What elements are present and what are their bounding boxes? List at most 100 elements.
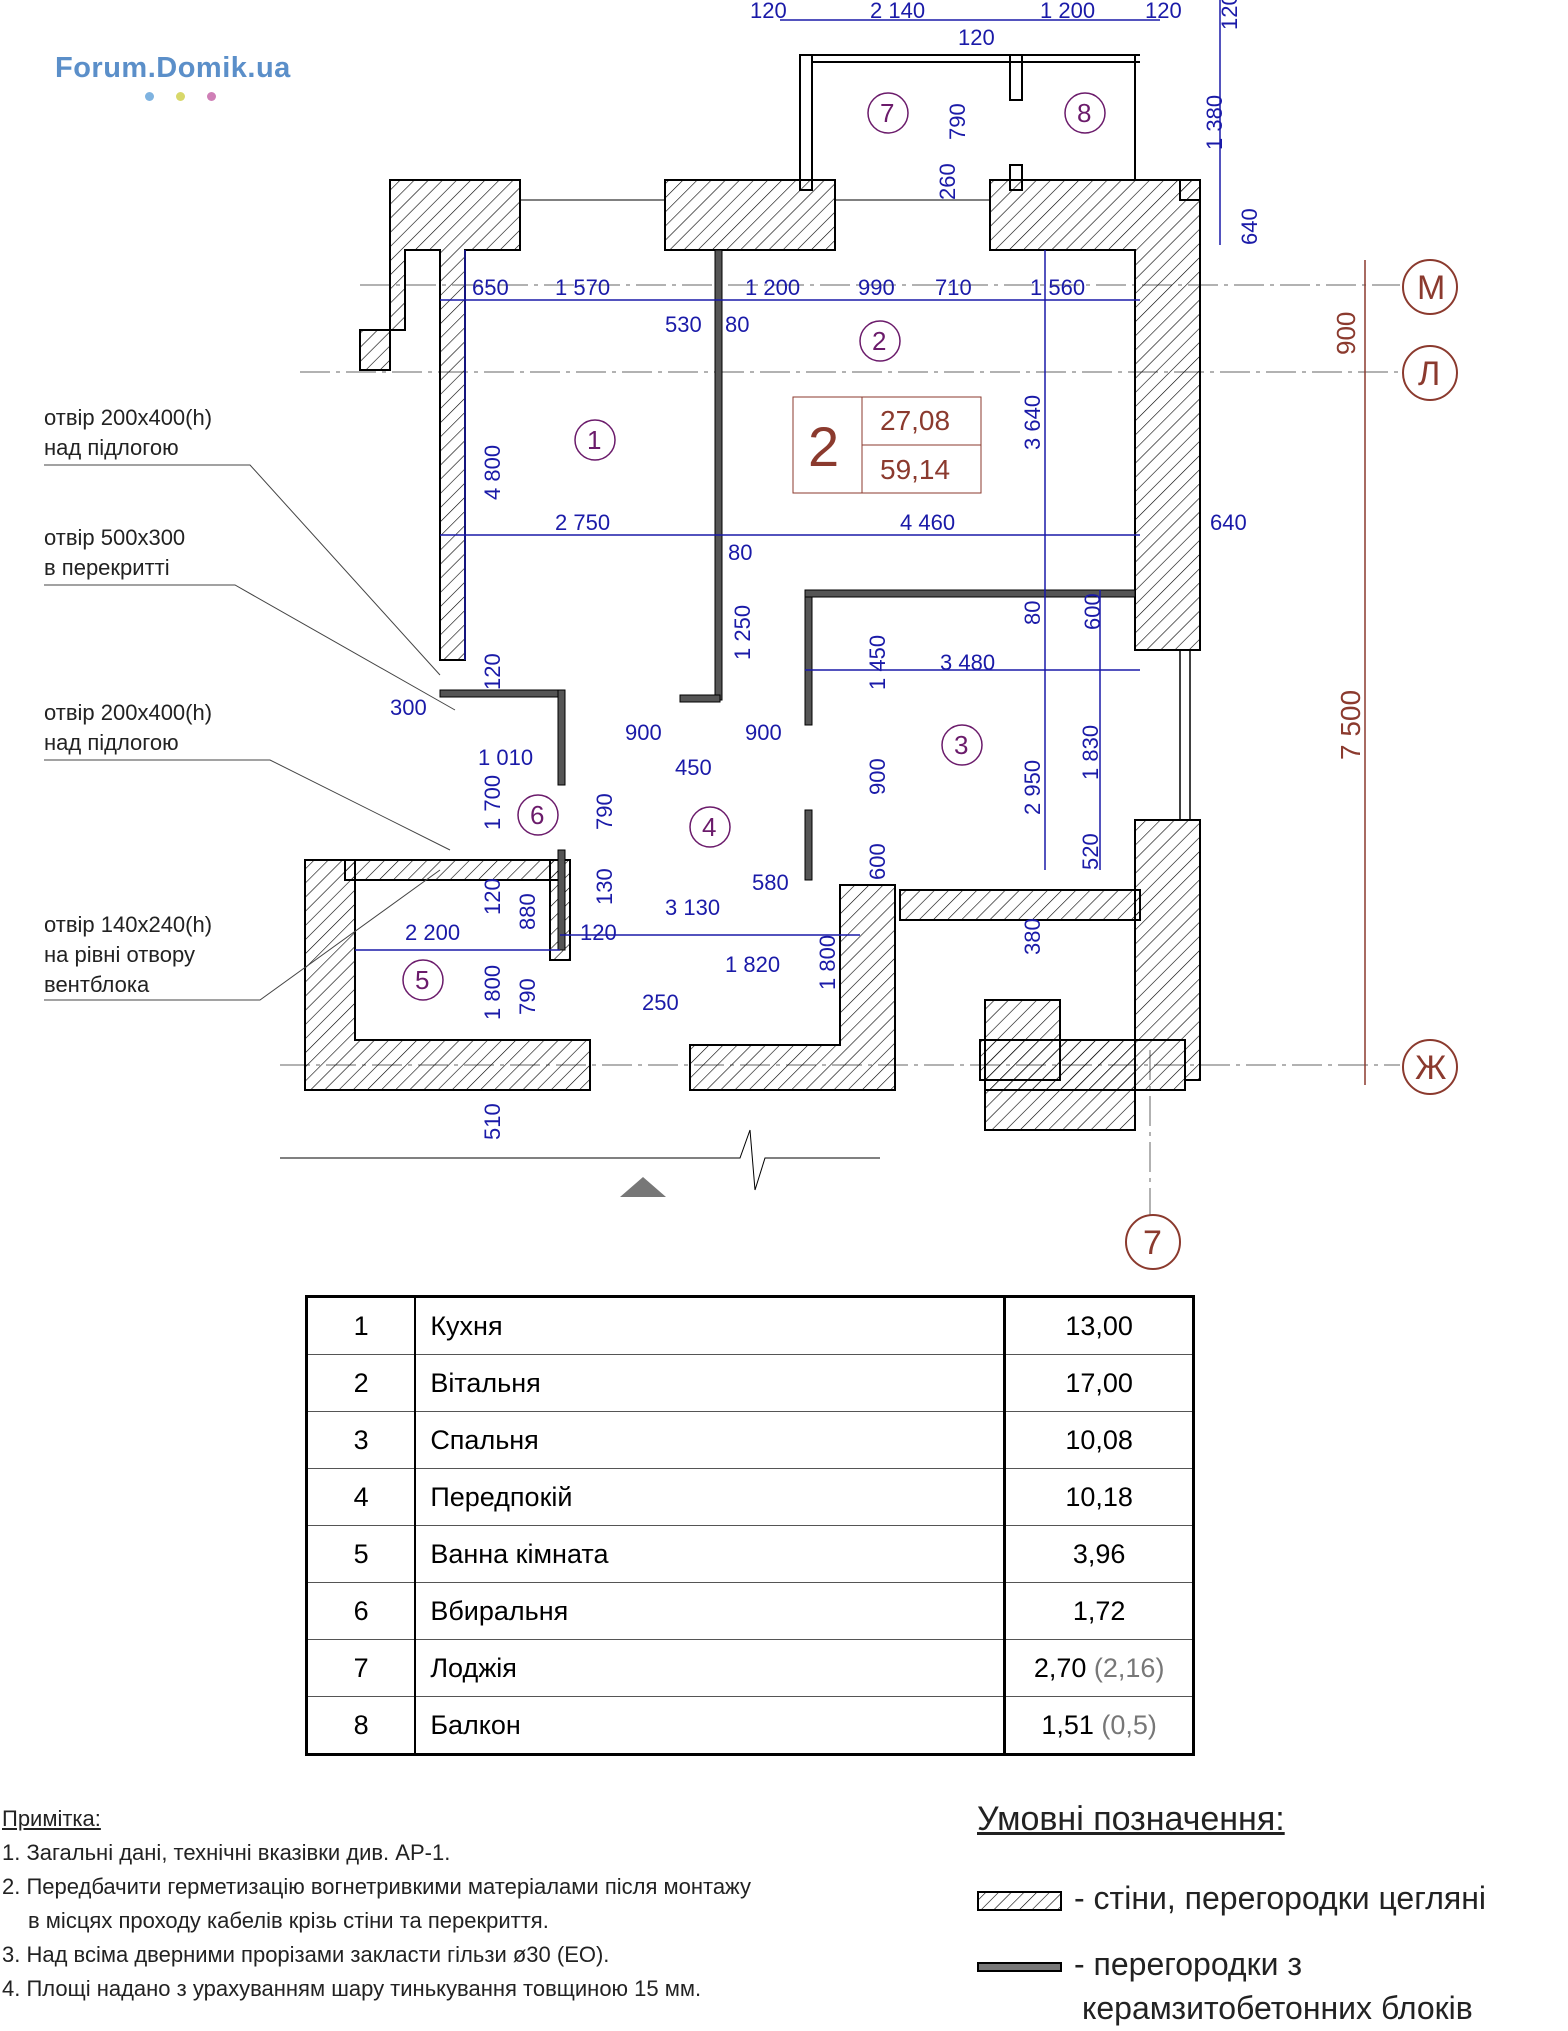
axis-bubbles: [1125, 259, 1458, 1270]
dim-250: 250: [642, 990, 679, 1015]
dim-640: 640: [1210, 510, 1247, 535]
dim-710: 710: [935, 275, 972, 300]
dim-120d: 120: [580, 920, 617, 945]
dim-580: 580: [752, 870, 789, 895]
axis-7: 7: [1143, 1224, 1162, 1262]
row-no: 8: [305, 1696, 417, 1756]
dim-1250: 1 250: [730, 605, 755, 660]
row-no: 7: [305, 1639, 417, 1697]
loggia-outline: [520, 54, 1140, 201]
dim-1820: 1 820: [725, 952, 780, 977]
dim-1010: 1 010: [478, 745, 533, 770]
dim-120e: 120: [480, 653, 505, 690]
dim-1380: 1 380: [1202, 95, 1227, 150]
note-item: в місцях проходу кабелів крізь стіни та …: [28, 1908, 549, 1933]
dim-900: 900: [625, 720, 662, 745]
row-area: 1,51 (0,5): [1003, 1696, 1195, 1756]
axis-zh: Ж: [1415, 1049, 1446, 1087]
dim-900axis: 900: [1331, 312, 1361, 355]
apartment-rooms: 2: [808, 415, 839, 478]
legend-block: - перегородки з: [977, 1946, 1302, 1983]
row-no: 1: [305, 1295, 417, 1355]
dim-1560: 1 560: [1030, 275, 1085, 300]
dim-790b: 790: [515, 978, 540, 1015]
block-swatch: [977, 1961, 1062, 1972]
top-dimensions: [355, 0, 1221, 951]
room-4-label: 4: [702, 812, 716, 842]
callout-3-line2: над підлогою: [44, 730, 179, 755]
dim-3130: 3 130: [665, 895, 720, 920]
dim-130: 130: [592, 868, 617, 905]
row-name: Передпокій: [414, 1468, 1007, 1526]
dim-1200: 1 200: [1040, 0, 1095, 23]
row-no: 2: [305, 1354, 417, 1412]
break-line: [280, 1129, 880, 1191]
dim-4800: 4 800: [480, 445, 505, 500]
dim-2950: 2 950: [1020, 760, 1045, 815]
dim-880: 880: [515, 893, 540, 930]
brick-walls: [304, 179, 1201, 1131]
notes-block: Примітка: 1. Загальні дані, технічні вка…: [2, 1802, 751, 2006]
brick-swatch: [977, 1890, 1062, 1911]
dim-1700: 1 700: [480, 775, 505, 830]
dim-120top: 120: [1217, 0, 1242, 30]
axis-m: М: [1417, 269, 1445, 307]
axis-l: Л: [1418, 355, 1440, 393]
callout-1-line1: отвір 200x400(h): [44, 405, 212, 430]
dim-120v: 120: [480, 878, 505, 915]
dim-2140: 2 140: [870, 0, 925, 23]
row-name: Балкон: [414, 1696, 1007, 1756]
dim-900v: 900: [865, 758, 890, 795]
dim-790top: 790: [945, 103, 970, 140]
site-logo: Forum.Domik.ua: [55, 52, 291, 84]
callout-4-line3: вентблока: [44, 972, 150, 997]
logo-dots: [145, 88, 238, 106]
row-name: Вбиральня: [414, 1582, 1007, 1640]
row-area: 10,18: [1003, 1468, 1195, 1526]
dim-1800: 1 800: [815, 935, 840, 990]
dim-990: 990: [858, 275, 895, 300]
dim-600: 600: [1080, 593, 1105, 630]
row-name: Вітальня: [414, 1354, 1007, 1412]
dim-120b: 120: [958, 25, 995, 50]
dim-4460: 4 460: [900, 510, 955, 535]
note-item: 3. Над всіма дверними прорізами закласти…: [2, 1942, 610, 1967]
dim-80b: 80: [728, 540, 752, 565]
row-no: 4: [305, 1468, 417, 1526]
block-partitions: [439, 249, 1136, 951]
room-5-label: 5: [415, 965, 429, 995]
dim-3640: 3 640: [1020, 395, 1045, 450]
row-no: 3: [305, 1411, 417, 1469]
legend-title: Умовні позначення:: [977, 1800, 1285, 1838]
legend-brick-label: - стіни, перегородки цегляні: [1074, 1880, 1486, 1916]
dim-3480: 3 480: [940, 650, 995, 675]
dim-1200b: 1 200: [745, 275, 800, 300]
dim-520: 520: [1078, 833, 1103, 870]
section-marker: [620, 1177, 666, 1197]
dim-1450: 1 450: [865, 635, 890, 690]
dim-1830: 1 830: [1078, 725, 1103, 780]
dim-260: 260: [935, 163, 960, 200]
row-area: 17,00: [1003, 1354, 1195, 1412]
row-name: Кухня: [414, 1295, 1007, 1355]
row-name: Лоджія: [414, 1639, 1007, 1697]
room-6-label: 6: [530, 800, 544, 830]
dim-530: 530: [665, 312, 702, 337]
dim-900b: 900: [745, 720, 782, 745]
dim-120: 120: [750, 0, 787, 23]
row-no: 5: [305, 1525, 417, 1583]
callout-2-line2: в перекритті: [44, 555, 170, 580]
row-no: 6: [305, 1582, 417, 1640]
dim-300: 300: [390, 695, 427, 720]
row-area: 2,70 (2,16): [1003, 1639, 1195, 1697]
callout-2-line1: отвір 500x300: [44, 525, 185, 550]
dim-640top: 640: [1237, 208, 1262, 245]
callouts: отвір 200x400(h) над підлогою отвір 500x…: [44, 405, 456, 1001]
